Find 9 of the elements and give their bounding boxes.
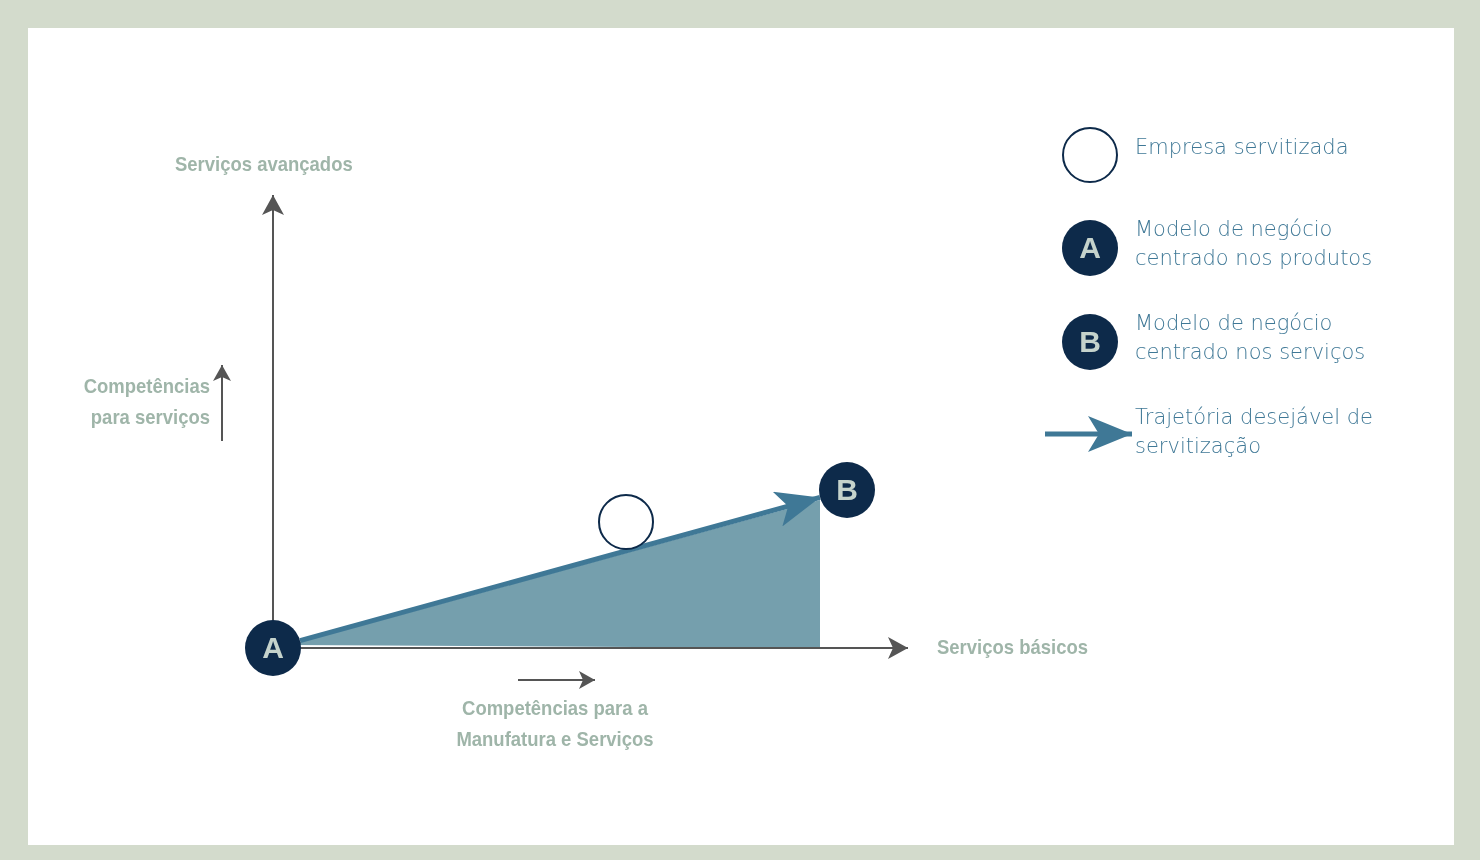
legend-text: Modelo de negócio centrado nos serviços xyxy=(1135,310,1367,366)
axis-label: Competências para serviços xyxy=(82,373,210,430)
legend-text: Empresa servitizada xyxy=(1135,134,1350,161)
legend-text: Modelo de negócio centrado nos produtos xyxy=(1135,216,1374,272)
trajectory-arrow xyxy=(299,491,821,643)
axis-label: Competências para a Manufatura e Serviços xyxy=(455,695,655,752)
legend-text: Trajetória desejável de servitização xyxy=(1135,404,1374,460)
axis-label: Serviços avançados xyxy=(175,151,354,177)
axis-label: Serviços básicos xyxy=(937,634,1089,660)
